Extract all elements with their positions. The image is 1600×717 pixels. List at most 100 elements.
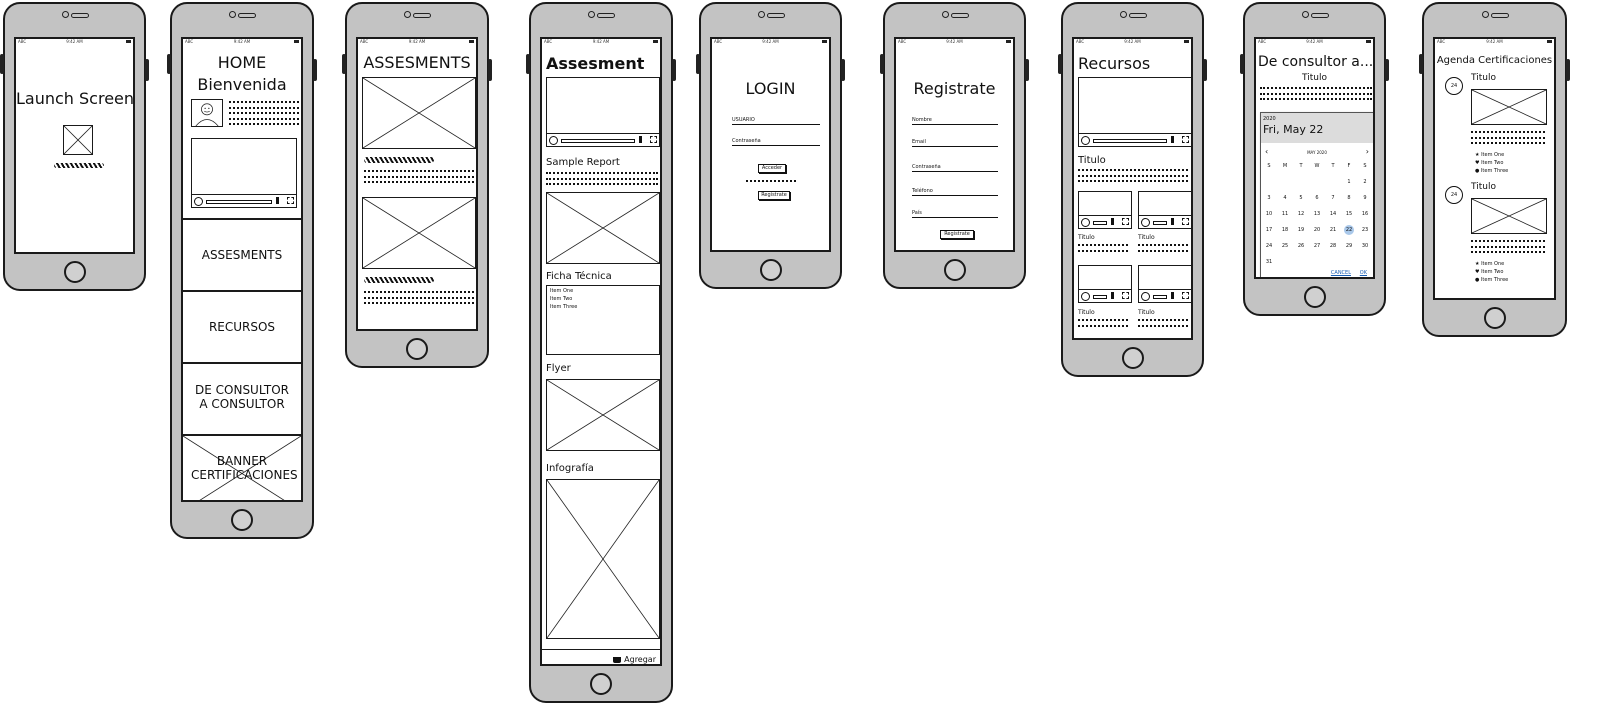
home-button[interactable]: [1121, 347, 1144, 369]
section-sample-report: Sample Report: [546, 157, 620, 168]
volume-icon[interactable]: [639, 136, 646, 143]
username-field[interactable]: [732, 124, 820, 125]
calendar-day[interactable]: 6: [1315, 195, 1319, 201]
list-item[interactable]: Item One: [550, 288, 574, 294]
calendar-day[interactable]: 25: [1281, 243, 1289, 249]
calendar-day[interactable]: 26: [1297, 243, 1305, 249]
play-icon[interactable]: [549, 136, 558, 145]
calendar-day[interactable]: 31: [1265, 259, 1273, 265]
country-field[interactable]: [912, 217, 998, 218]
nav-recursos-button[interactable]: RECURSOS: [183, 290, 301, 363]
play-icon[interactable]: [194, 197, 203, 206]
resource-video-4[interactable]: [1138, 265, 1191, 303]
calendar-day[interactable]: 1: [1347, 179, 1351, 185]
password-field[interactable]: [912, 171, 998, 172]
calendar-day[interactable]: 7: [1331, 195, 1335, 201]
register-button[interactable]: Registrate: [940, 230, 974, 239]
volume-icon[interactable]: [1171, 136, 1178, 143]
forgot-text: [746, 180, 796, 186]
calendar-day[interactable]: 23: [1361, 227, 1369, 233]
home-button[interactable]: [406, 338, 428, 360]
infografia-image[interactable]: [546, 479, 660, 639]
calendar-day: [1344, 257, 1354, 267]
next-month-icon[interactable]: ›: [1365, 147, 1369, 156]
home-button[interactable]: [943, 259, 966, 281]
play-icon[interactable]: [1081, 136, 1090, 145]
calendar-day[interactable]: 19: [1297, 227, 1305, 233]
home-button[interactable]: [1483, 307, 1506, 329]
sample-report-image[interactable]: [546, 192, 660, 264]
calendar-day[interactable]: 12: [1297, 211, 1305, 217]
calendar-day[interactable]: 28: [1329, 243, 1337, 249]
calendar-day-selected[interactable]: 22: [1344, 225, 1354, 235]
calendar-day[interactable]: 16: [1361, 211, 1369, 217]
assesment-image-1[interactable]: [362, 77, 476, 149]
resource-video-1[interactable]: [1078, 191, 1132, 229]
calendar-day[interactable]: 4: [1283, 195, 1287, 201]
event-image[interactable]: [1471, 89, 1547, 125]
video-player[interactable]: [191, 138, 297, 208]
calendar-day[interactable]: 30: [1361, 243, 1369, 249]
add-button[interactable]: Agregar: [613, 655, 656, 664]
calendar-day: [1328, 257, 1338, 267]
video-player[interactable]: [1078, 77, 1191, 147]
calendar-day[interactable]: 5: [1299, 195, 1303, 201]
volume-icon[interactable]: [276, 197, 283, 204]
event-image[interactable]: [1471, 198, 1547, 234]
resource-video-3[interactable]: [1078, 265, 1132, 303]
calendar-day[interactable]: 20: [1313, 227, 1321, 233]
prev-month-icon[interactable]: ‹: [1265, 147, 1269, 156]
nav-assesments-button[interactable]: ASSESMENTS: [183, 218, 301, 291]
logo-placeholder: [63, 125, 93, 155]
calendar-day: [1296, 177, 1306, 187]
home-button[interactable]: [590, 673, 612, 695]
home-button[interactable]: [231, 509, 253, 531]
selected-date: Fri, May 22: [1263, 123, 1324, 136]
calendar-day[interactable]: 8: [1347, 195, 1351, 201]
calendar-day: [1328, 177, 1338, 187]
month-label: MAY 2020: [1307, 150, 1327, 155]
calendar-day[interactable]: 24: [1265, 243, 1273, 249]
fullscreen-icon[interactable]: [287, 197, 294, 204]
email-label: Email: [912, 139, 926, 145]
list-item[interactable]: Item Three: [550, 304, 578, 310]
calendar-day[interactable]: 21: [1329, 227, 1337, 233]
calendar-day[interactable]: 3: [1267, 195, 1271, 201]
email-field[interactable]: [912, 146, 998, 147]
calendar-day[interactable]: 18: [1281, 227, 1289, 233]
calendar-day[interactable]: 15: [1345, 211, 1353, 217]
calendar-day[interactable]: 10: [1265, 211, 1273, 217]
calendar-day[interactable]: 27: [1313, 243, 1321, 249]
fullscreen-icon[interactable]: [1182, 136, 1189, 143]
assesment-image-2[interactable]: [362, 197, 476, 269]
calendar-day[interactable]: 2: [1363, 179, 1367, 185]
home-button[interactable]: [1303, 286, 1326, 308]
section-heading: Titulo: [1078, 155, 1106, 166]
resource-video-2[interactable]: [1138, 191, 1191, 229]
ok-button[interactable]: OK: [1359, 270, 1367, 276]
login-button[interactable]: Acceder: [758, 164, 786, 173]
password-field[interactable]: [732, 145, 820, 146]
calendar-week-row: 17 18 19 20 21 22 23: [1261, 225, 1373, 235]
calendar-day[interactable]: 29: [1345, 243, 1353, 249]
flyer-image[interactable]: [546, 379, 660, 451]
calendar-day[interactable]: 9: [1363, 195, 1367, 201]
calendar-day[interactable]: 13: [1313, 211, 1321, 217]
banner-certificaciones-button[interactable]: BANNER CERTIFICACIONES: [183, 434, 301, 502]
calendar-day[interactable]: 11: [1281, 211, 1289, 217]
list-item[interactable]: Item Two: [550, 296, 573, 302]
register-button[interactable]: Registrate: [758, 191, 790, 200]
calendar-day[interactable]: 17: [1265, 227, 1273, 233]
home-button[interactable]: [63, 261, 86, 283]
phone-field[interactable]: [912, 195, 998, 196]
name-field[interactable]: [912, 124, 998, 125]
calendar-day[interactable]: 14: [1329, 211, 1337, 217]
nav-consultor-button[interactable]: DE CONSULTOR A CONSULTOR: [183, 362, 301, 435]
cancel-button[interactable]: CANCEL: [1330, 270, 1351, 276]
home-button[interactable]: [759, 259, 782, 281]
fullscreen-icon[interactable]: [650, 136, 657, 143]
video-player[interactable]: [546, 77, 660, 147]
assesment-text-2: [364, 291, 474, 308]
